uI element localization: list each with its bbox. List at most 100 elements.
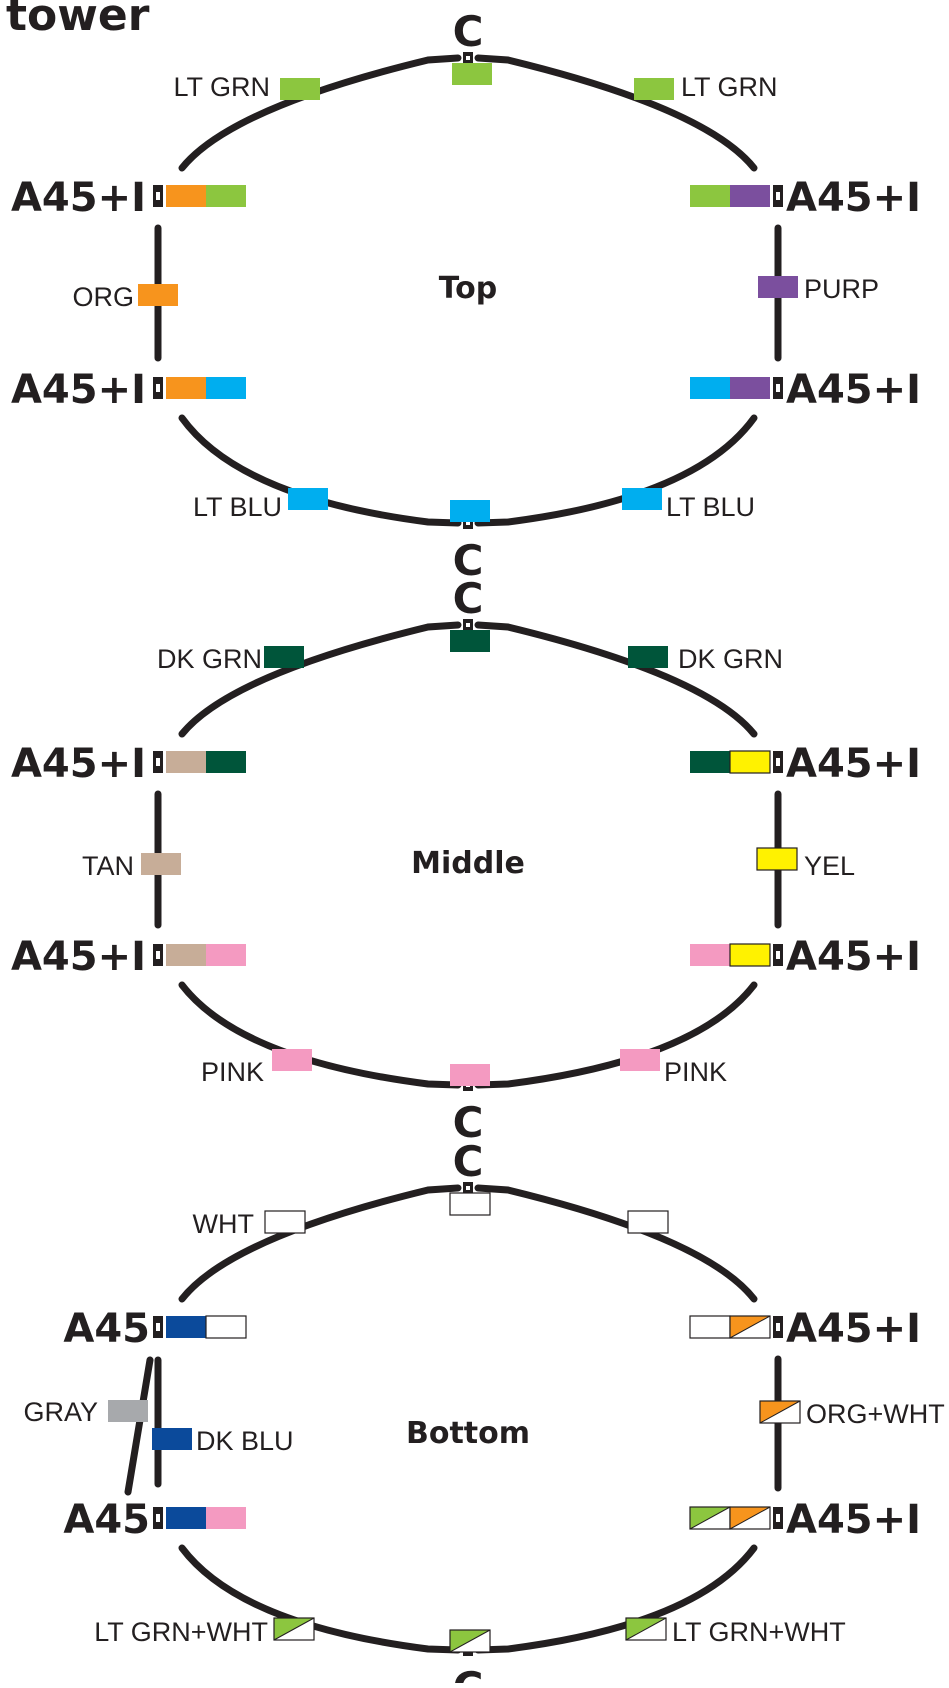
label-org: ORG bbox=[72, 282, 134, 312]
swatch-wht-left bbox=[264, 1210, 306, 1234]
wire-bottom-right bbox=[474, 1544, 758, 1654]
label-pink-right: PINK bbox=[664, 1057, 727, 1087]
label-lt-blu-left: LT BLU bbox=[193, 492, 282, 522]
swatch-a45-left-lower-2 bbox=[206, 1507, 246, 1529]
swatch-lt-grn-wht-right bbox=[625, 1617, 667, 1641]
c-label-bottom: C bbox=[453, 1663, 484, 1683]
label-pink-left: PINK bbox=[201, 1057, 264, 1087]
swatch-a45-right-lower-1 bbox=[689, 1506, 731, 1530]
swatch-a45-left-upper-2 bbox=[206, 751, 246, 773]
section-title: Middle bbox=[411, 846, 525, 881]
swatch-a45-right-lower-2 bbox=[730, 377, 770, 399]
a45-label-left-lower: A45+I bbox=[11, 367, 146, 413]
swatch-lt-blu-right bbox=[622, 488, 662, 510]
wire-top-left bbox=[178, 621, 462, 738]
swatch-a45-left-lower-2 bbox=[206, 377, 246, 399]
swatch-a45-right-lower-1 bbox=[690, 377, 730, 399]
label-tan: TAN bbox=[82, 851, 134, 881]
a45-plug-right-lower bbox=[773, 377, 783, 399]
wire-top-right bbox=[474, 1184, 758, 1303]
swatch-bot-c-lower bbox=[449, 1629, 491, 1653]
swatch-a45-left-upper-1 bbox=[166, 751, 206, 773]
swatch-lt-grn-right bbox=[634, 78, 674, 100]
swatch-pink-right bbox=[620, 1049, 660, 1071]
label-lt-grn-left: LT GRN bbox=[173, 72, 270, 102]
a45-label-left-upper: A45+I bbox=[11, 175, 146, 221]
swatch-a45-right-lower-2 bbox=[729, 1506, 771, 1530]
swatch-a45-left-upper-2 bbox=[205, 1315, 247, 1339]
wire-top-right bbox=[474, 621, 758, 738]
swatch-tan-side bbox=[141, 853, 181, 875]
swatch-lt-grn-left bbox=[280, 78, 320, 100]
label-lt-grn-wht-right: LT GRN+WHT bbox=[672, 1617, 846, 1647]
a45-label-right-upper: A45+I bbox=[786, 1306, 921, 1352]
c-label-bottom: C bbox=[453, 1098, 484, 1147]
swatch-yel-side bbox=[756, 847, 798, 871]
swatch-pink-left bbox=[272, 1049, 312, 1071]
swatch-a45-right-upper-1 bbox=[689, 1315, 731, 1339]
label-org-wht: ORG+WHT bbox=[806, 1399, 945, 1429]
page-title: tower bbox=[6, 0, 150, 41]
swatch-a45-left-upper-2 bbox=[206, 185, 246, 207]
label-lt-grn-right: LT GRN bbox=[681, 72, 778, 102]
a45-plug-right-upper bbox=[773, 1316, 783, 1338]
wire-bottom-left bbox=[178, 414, 462, 527]
section-top: C C A45+I A45+I A45+I A45+I Top LT GRN LT GRN ORG… bbox=[11, 7, 921, 585]
swatch-org-side bbox=[138, 284, 178, 306]
swatch-a45-left-lower-1 bbox=[166, 377, 206, 399]
a45-label-left-upper: A45 bbox=[63, 1306, 150, 1352]
c-connector-top bbox=[463, 619, 473, 631]
label-yel: YEL bbox=[804, 851, 855, 881]
section-title: Top bbox=[439, 271, 498, 306]
a45-label-right-upper: A45+I bbox=[786, 175, 921, 221]
swatch-a45-right-upper-1 bbox=[690, 751, 730, 773]
c-connector-top bbox=[463, 1182, 473, 1194]
label-purp: PURP bbox=[804, 274, 879, 304]
swatch-top-c-lower bbox=[450, 500, 490, 522]
wire-top-left bbox=[178, 1184, 462, 1303]
swatch-a45-left-lower-2 bbox=[206, 944, 246, 966]
a45-plug-right-upper bbox=[773, 185, 783, 207]
label-dk-grn-left: DK GRN bbox=[157, 644, 262, 674]
wire-top-left bbox=[178, 54, 462, 172]
swatch-mid-c-lower bbox=[450, 1064, 490, 1086]
c-label-top: C bbox=[453, 7, 484, 56]
a45-plug-left-upper bbox=[153, 185, 163, 207]
label-dk-blu: DK BLU bbox=[196, 1426, 294, 1456]
a45-label-left-upper: A45+I bbox=[11, 741, 146, 787]
label-gray: GRAY bbox=[23, 1397, 98, 1427]
a45-plug-left-lower bbox=[153, 944, 163, 966]
wire-top-right bbox=[474, 54, 758, 172]
swatch-a45-left-upper-1 bbox=[166, 1316, 206, 1338]
c-connector-top bbox=[463, 52, 473, 64]
c-connector-bottom bbox=[463, 517, 473, 529]
a45-plug-left-lower bbox=[153, 1507, 163, 1529]
swatch-lt-blu-left bbox=[288, 488, 328, 510]
a45-label-left-lower: A45+I bbox=[11, 934, 146, 980]
swatch-mid-c-upper bbox=[450, 630, 490, 652]
c-label-top: C bbox=[453, 1137, 484, 1186]
swatch-a45-right-upper-2 bbox=[729, 1315, 771, 1339]
c-label-bottom: C bbox=[453, 536, 484, 585]
section-title: Bottom bbox=[406, 1416, 530, 1451]
swatch-dk-grn-right bbox=[628, 646, 668, 668]
swatch-a45-left-upper-1 bbox=[166, 185, 206, 207]
a45-label-right-upper: A45+I bbox=[786, 741, 921, 787]
a45-label-right-lower: A45+I bbox=[786, 367, 921, 413]
swatch-dk-blu-side bbox=[152, 1428, 192, 1450]
wire-bottom-right bbox=[474, 414, 758, 527]
swatch-purp-side bbox=[758, 276, 798, 298]
label-lt-grn-wht-left: LT GRN+WHT bbox=[94, 1617, 268, 1647]
c-label-top: C bbox=[453, 574, 484, 623]
a45-plug-right-lower bbox=[773, 944, 783, 966]
swatch-a45-left-lower-1 bbox=[166, 944, 206, 966]
a45-plug-right-lower bbox=[773, 1507, 783, 1529]
swatch-a45-right-upper-2 bbox=[729, 750, 771, 774]
wire-bottom-left bbox=[178, 1544, 462, 1654]
a45-plug-left-lower bbox=[153, 377, 163, 399]
swatch-wht-right bbox=[627, 1210, 669, 1234]
a45-label-right-lower: A45+I bbox=[786, 934, 921, 980]
